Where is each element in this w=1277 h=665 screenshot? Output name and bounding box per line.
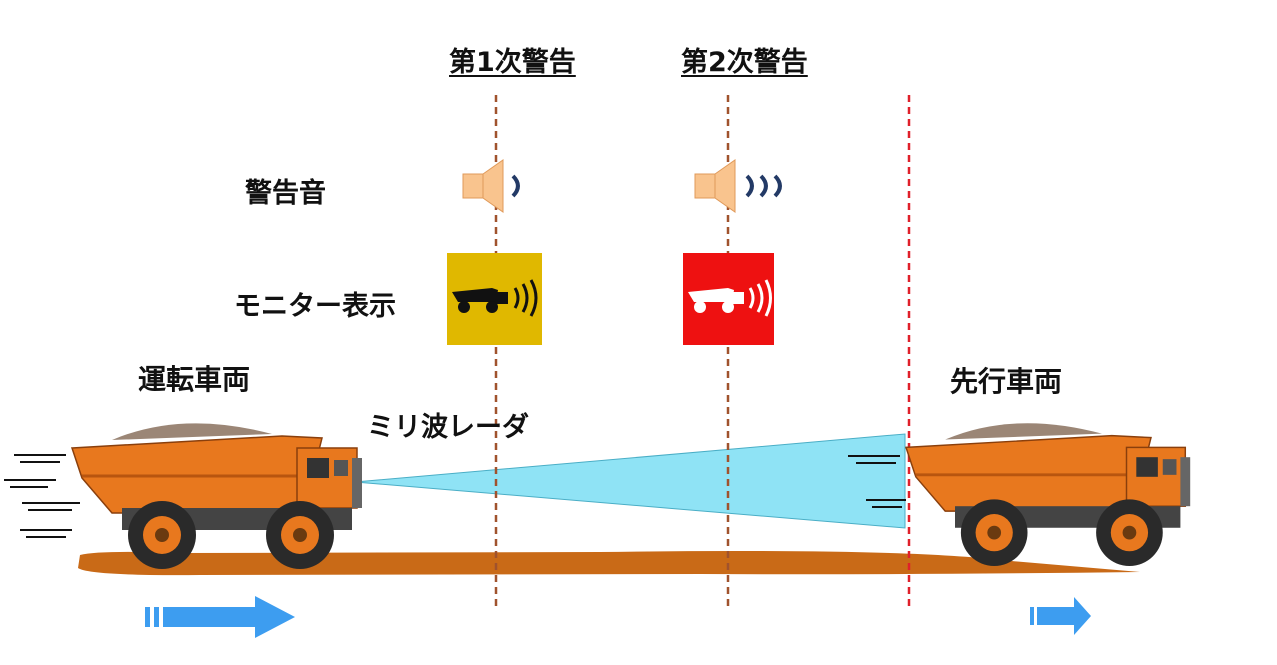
- radar-beam: [354, 433, 906, 529]
- motion-lines-preceding: [848, 455, 906, 508]
- direction-arrow-own: [145, 596, 295, 638]
- warning-sound-label: 警告音: [245, 178, 326, 209]
- own-dump-truck: [70, 421, 364, 571]
- monitor-display-label: モニター表示: [234, 291, 396, 322]
- preceding-dump-truck: [904, 421, 1192, 568]
- second-warning-header: 第2次警告: [681, 47, 808, 78]
- own-vehicle-label: 運転車両: [138, 363, 251, 396]
- direction-arrow-preceding: [1030, 597, 1091, 635]
- monitor-first-icon: [447, 253, 542, 345]
- speaker-second-icon: [694, 159, 782, 213]
- first-warning-header: 第1次警告: [449, 47, 576, 78]
- ground-road: [78, 551, 1140, 576]
- preceding-vehicle-label: 先行車両: [950, 365, 1063, 398]
- monitor-second-icon: [683, 253, 774, 345]
- motion-lines-own: [4, 454, 80, 538]
- radar-label: ミリ波レーダ: [367, 412, 529, 443]
- speaker-first-icon: [462, 159, 520, 213]
